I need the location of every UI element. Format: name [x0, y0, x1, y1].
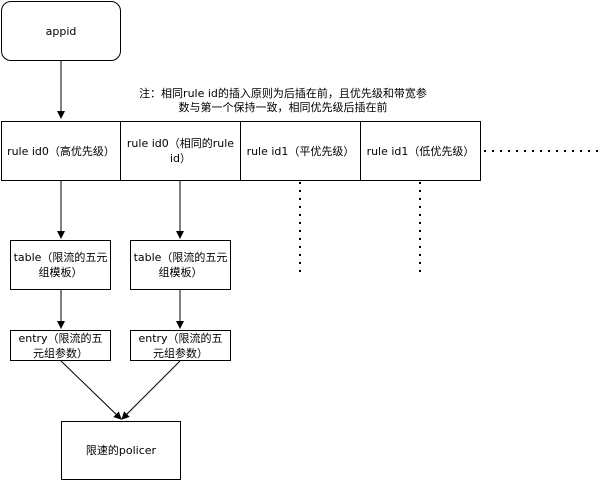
rule-id1-low-node: rule id1（低优先级）	[360, 121, 481, 181]
arrow-entry2-to-policer	[121, 360, 181, 420]
appid-node: appid	[1, 1, 121, 61]
insertion-rule-note: 注：相同rule id的插入原则为后插在前，且优先级和带宽参数与第一个保持一致，…	[139, 87, 427, 114]
arrow-entry1-to-policer	[60, 360, 122, 420]
rule-id1-mid-node: rule id1（平优先级）	[240, 121, 361, 181]
rule-id0-high-node: rule id0（高优先级）	[1, 121, 121, 181]
table-node-2: table（限流的五元组模板）	[130, 240, 231, 290]
entry-node-2: entry（限流的五元组参数）	[130, 330, 231, 361]
entry-node-1: entry（限流的五元组参数）	[10, 330, 111, 361]
rule-id0-same-node: rule id0（相同的rule id）	[120, 121, 241, 181]
table-node-1: table（限流的五元组模板）	[10, 240, 111, 290]
policer-node: 限速的policer	[61, 421, 181, 480]
